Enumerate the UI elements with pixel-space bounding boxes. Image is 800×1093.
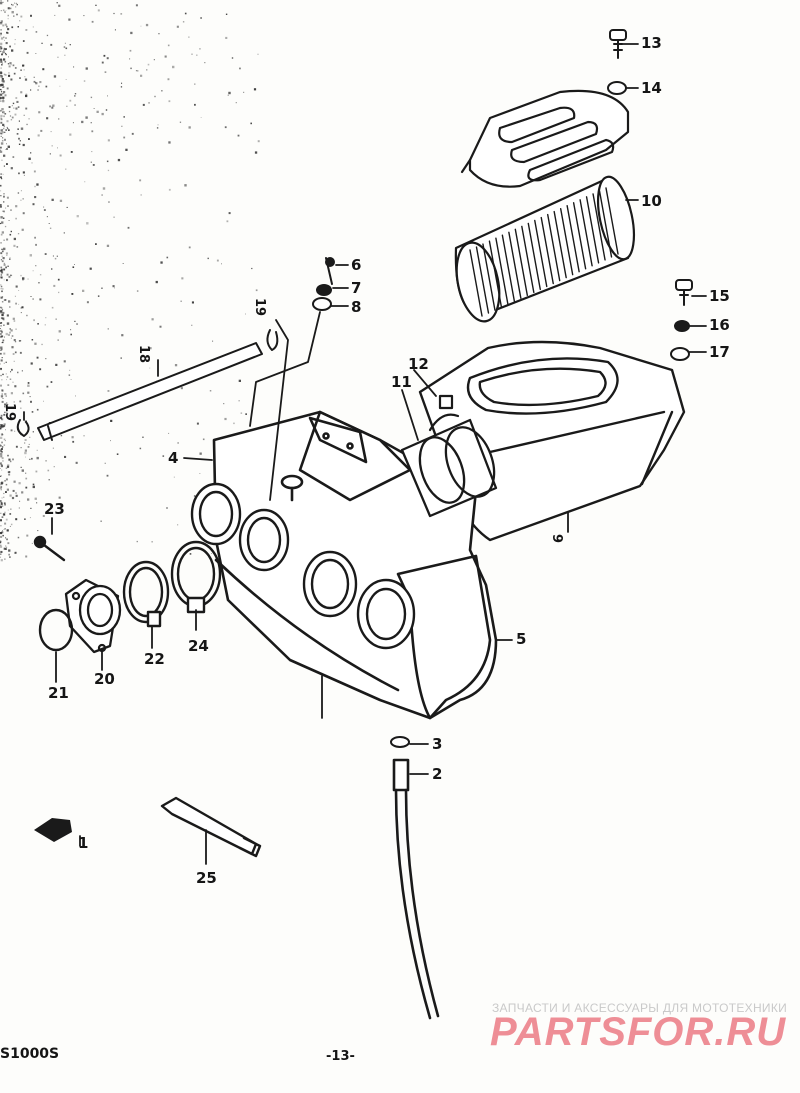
callout-p14: 14 — [641, 79, 662, 97]
washer-8 — [312, 297, 332, 311]
callout-p3: 3 — [432, 735, 443, 753]
callout-p18: 18 — [136, 345, 151, 364]
collar-7 — [316, 284, 332, 296]
bolt-13 — [609, 29, 627, 59]
callout-p17: 17 — [709, 343, 730, 361]
clamp-22 — [122, 560, 170, 628]
clamp-24 — [170, 540, 222, 614]
callout-p9: 9 — [549, 534, 564, 544]
callout-p22: 22 — [144, 650, 165, 668]
intake-boots — [190, 482, 416, 650]
grommet-16 — [674, 320, 690, 332]
o-ring-21 — [38, 608, 74, 652]
callout-p21: 21 — [48, 684, 69, 702]
callout-p2: 2 — [432, 765, 443, 783]
callout-p23: 23 — [44, 500, 65, 518]
page-number: -13- — [326, 1049, 355, 1064]
callout-p4: 4 — [168, 449, 179, 467]
callout-p7: 7 — [351, 279, 362, 297]
screw-23 — [33, 535, 66, 562]
clamp-12 — [428, 394, 460, 432]
callout-p24: 24 — [188, 637, 209, 655]
washer-14 — [607, 81, 627, 95]
callout-p5: 5 — [516, 630, 527, 648]
front-arrow-icon — [34, 818, 72, 842]
clip-19-left — [16, 419, 30, 437]
callout-p19b: 19 — [2, 403, 17, 422]
drain-hose-2 — [392, 758, 440, 1020]
washer-17 — [670, 347, 690, 361]
cover-plate — [460, 89, 630, 188]
callout-p12: 12 — [408, 355, 429, 373]
callout-p15: 15 — [709, 287, 730, 305]
callout-p25: 25 — [196, 869, 217, 887]
callout-p8: 8 — [351, 298, 362, 316]
leader-lines — [23, 43, 707, 865]
callout-p11: 11 — [391, 373, 412, 391]
callout-p6: 6 — [351, 256, 362, 274]
model-code: S1000S — [0, 1046, 60, 1062]
callout-p20: 20 — [94, 670, 115, 688]
callout-p19a: 19 — [252, 298, 267, 317]
callout-p16: 16 — [709, 316, 730, 334]
callout-p10: 10 — [641, 192, 662, 210]
clip-3 — [390, 736, 410, 748]
watermark-tagline: ЗАПЧАСТИ И АКСЕССУАРЫ ДЛЯ МОТОТЕХНИКИ — [492, 1001, 788, 1015]
watermark-brand: PARTSFOR.RU — [490, 1010, 787, 1054]
connecting-boot-11 — [400, 418, 498, 518]
tube-18 — [37, 342, 263, 441]
callout-p1: 1 — [78, 834, 89, 852]
scan-noise — [0, 0, 260, 562]
bolt-6 — [325, 257, 335, 285]
bolt-15 — [675, 279, 693, 306]
callout-p13: 13 — [641, 34, 662, 52]
flange-20 — [64, 578, 122, 654]
air-filter-element-10 — [454, 175, 636, 323]
clip-19-right — [266, 329, 279, 351]
strap-25 — [160, 796, 262, 858]
